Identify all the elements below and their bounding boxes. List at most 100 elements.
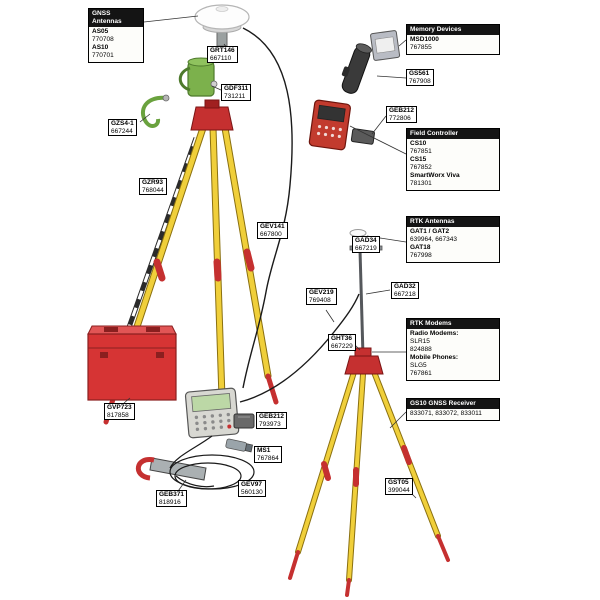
part-name: GDF311 (224, 85, 249, 92)
info-box-header: GNSS Antennas (89, 9, 143, 27)
part-number: 767908 (409, 77, 431, 85)
part-number: 818916 (159, 498, 181, 506)
info-line: 639964, 667343 (410, 236, 457, 243)
part-label-gst05: GST05 399044 (385, 478, 413, 495)
battery-geb212 (233, 413, 255, 429)
info-line: 767998 (410, 252, 432, 259)
part-number: 667219 (355, 244, 377, 252)
part-label-gad32: GAD32 667218 (391, 282, 419, 299)
info-line: 824888 (410, 346, 432, 353)
info-line: GAT1 / GAT2 (410, 228, 450, 235)
part-name: GEV97 (241, 481, 262, 488)
info-box-gnss-antennas: GNSS Antennas AS05 770708 AS10 770701 (88, 8, 144, 63)
info-box-rtk-modems: RTK Modems Radio Modems: SLR15 824888 Mo… (406, 318, 500, 381)
info-box-header: GS10 GNSS Receiver (407, 399, 499, 409)
info-line: CS10 (410, 140, 427, 147)
part-name: GRT146 (210, 47, 235, 54)
info-box-field-controller: Field Controller CS10 767851 CS15 767852… (406, 128, 500, 191)
part-number: 667218 (394, 290, 416, 298)
cable-gev97-loops (169, 435, 255, 490)
part-name: GS561 (409, 70, 430, 77)
info-line: 767861 (410, 370, 432, 377)
part-name: GEB371 (159, 491, 184, 498)
part-number: 772806 (389, 114, 411, 122)
battery-pack-geb371 (136, 457, 207, 481)
info-line: SLR15 (410, 338, 430, 345)
part-number: 667800 (260, 230, 282, 238)
info-box-header: Field Controller (407, 129, 499, 139)
part-name: GZR93 (142, 179, 163, 186)
part-label-gev219: GEV219 769408 (306, 288, 337, 305)
tripod-head (190, 106, 234, 131)
part-name: GST05 (388, 479, 409, 486)
right-tripod-head (344, 355, 384, 375)
info-line: 770708 (92, 36, 114, 43)
part-label-geb371: GEB371 818916 (156, 490, 187, 507)
usb-stick (225, 438, 254, 453)
info-box-header: RTK Modems (407, 319, 499, 329)
part-number: 817858 (107, 411, 129, 419)
part-name: GAD34 (355, 237, 377, 244)
height-hook-gzs4 (140, 94, 170, 128)
part-name: GEB212 (259, 413, 284, 420)
info-line: 767851 (410, 148, 432, 155)
part-name: GEB212 (389, 107, 414, 114)
info-box-gs10-receiver: GS10 GNSS Receiver 833071, 833072, 83301… (406, 398, 500, 421)
part-label-gdf311: GDF311 731211 (221, 84, 252, 101)
part-label-gzr93: GZR93 768044 (139, 178, 167, 195)
info-line: Mobile Phones: (410, 354, 459, 361)
handheld-device (308, 99, 351, 151)
part-label-gad34: GAD34 667219 (352, 236, 380, 253)
part-name: GEV219 (309, 289, 334, 296)
sd-card (370, 30, 401, 61)
part-name: GZS4-1 (111, 120, 134, 127)
part-number: 769408 (309, 296, 331, 304)
gnss-antenna-assembly (194, 4, 250, 47)
part-label-grt146: GRT146 667110 (207, 46, 238, 63)
info-line: AS10 (92, 44, 109, 51)
info-line: 833071, 833072, 833011 (410, 410, 482, 417)
controller-screen (191, 392, 232, 413)
part-number: 560130 (241, 488, 263, 496)
part-label-geb212-cs: GEB212 793973 (256, 412, 287, 429)
carrier-grt146 (178, 57, 218, 97)
telescopic-rod-gad32 (358, 249, 365, 357)
part-label-ms1: MS1 767864 (254, 446, 282, 463)
info-box-header: RTK Antennas (407, 217, 499, 227)
info-line: 770701 (92, 52, 114, 59)
info-line: SmartWorx Viva (410, 172, 460, 179)
part-label-gs561: GS561 767908 (406, 69, 434, 86)
part-number: 399044 (388, 486, 410, 494)
info-line: 781301 (410, 180, 432, 187)
handheld-buttons (316, 124, 342, 139)
part-name: MS1 (257, 447, 271, 454)
part-label-gev97: GEV97 560130 (238, 480, 266, 497)
part-number: 667244 (111, 127, 133, 135)
part-name: GAD32 (394, 283, 416, 290)
info-line: MSD1000 (410, 36, 439, 43)
controller-keypad (194, 412, 231, 432)
info-line: 767852 (410, 164, 432, 171)
info-box-rtk-antennas: RTK Antennas GAT1 / GAT2 639964, 667343 … (406, 216, 500, 263)
part-number: 731211 (224, 92, 246, 100)
transport-container (87, 325, 177, 401)
part-label-gzs4: GZS4-1 667244 (108, 119, 137, 136)
part-number: 667229 (331, 342, 353, 350)
right-tripod (288, 355, 450, 597)
part-label-gev141: GEV141 667800 (257, 222, 288, 239)
part-number: 667110 (210, 54, 232, 62)
info-box-header: Memory Devices (407, 25, 499, 35)
radio-handle-device (341, 43, 372, 94)
info-box-memory-devices: Memory Devices MSD1000 767855 (406, 24, 500, 55)
striped-pole (124, 137, 199, 334)
field-controller-device (184, 387, 240, 439)
part-name: GHT36 (331, 335, 352, 342)
part-name: GVP723 (107, 404, 132, 411)
part-label-geb212-right: GEB212 772806 (386, 106, 417, 123)
info-line: SLG5 (410, 362, 427, 369)
part-number: 767864 (257, 454, 279, 462)
part-number: 793973 (259, 420, 281, 428)
part-name: GEV141 (260, 223, 285, 230)
part-label-gvp723: GVP723 817858 (104, 403, 135, 420)
